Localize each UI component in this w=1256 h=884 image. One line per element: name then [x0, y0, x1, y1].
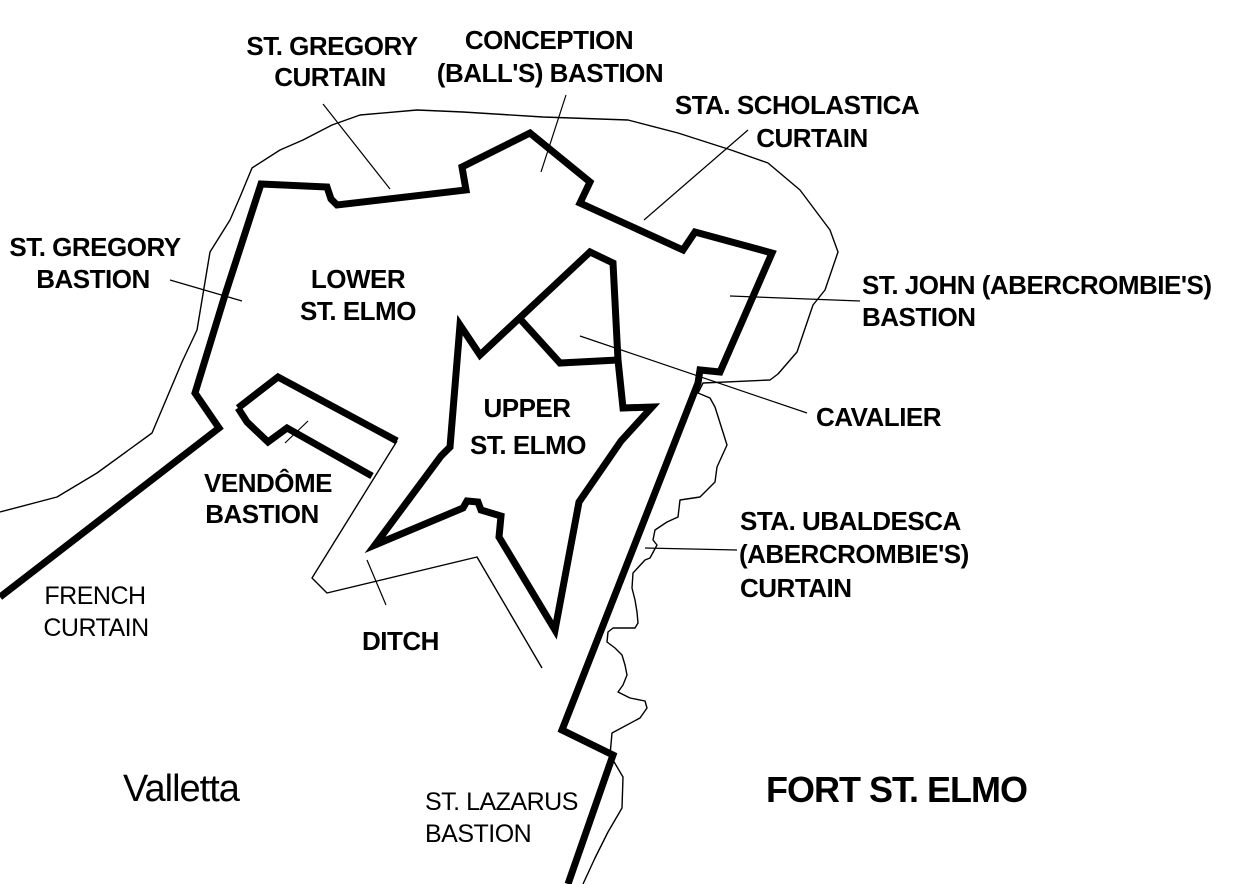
label-upper-st-elmo-line1: UPPER [483, 393, 571, 423]
label-conception-bastion-line2: (BALL'S) BASTION [436, 58, 664, 88]
label-sta-ubaldesca-curtain-line1: STA. UBALDESCA [740, 506, 961, 536]
vendome-bastion-outer-wall [235, 372, 399, 445]
leader-sta-ubaldesca-curtain [644, 547, 738, 551]
leader-st-gregory-bastion [169, 279, 243, 302]
label-vendome-bastion-line2: BASTION [205, 499, 319, 529]
label-french-curtain-line1: FRENCH [44, 582, 146, 610]
vendome-bastion-inner-wall [235, 406, 374, 480]
leader-st-gregory-curtain [322, 103, 391, 190]
label-st-lazarus-bastion-line1: ST. LAZARUS [425, 788, 578, 816]
label-cavalier: CAVALIER [816, 402, 942, 432]
leader-conception-bastion [540, 94, 567, 173]
label-conception-bastion-line1: CONCEPTION [464, 25, 634, 55]
label-st-lazarus-bastion-line2: BASTION [425, 820, 532, 848]
label-st-gregory-bastion-line1: ST. GREGORY [9, 232, 181, 262]
label-sta-scholastica-curtain-line1: STA. SCHOLASTICA [674, 90, 920, 120]
upper-st-elmo-star-wall [364, 247, 661, 640]
label-valletta: Valletta [123, 768, 240, 810]
coastline [0, 109, 839, 884]
label-st-gregory-curtain-line1: ST. GREGORY [246, 31, 418, 61]
label-lower-st-elmo-line2: ST. ELMO [300, 296, 416, 326]
cavalier-inner-wall [518, 317, 619, 367]
label-lower-st-elmo-line1: LOWER [310, 264, 406, 294]
leader-ditch [366, 559, 387, 606]
leader-st-john-bastion [729, 295, 861, 302]
label-sta-scholastica-curtain-line2: CURTAIN [756, 123, 868, 153]
label-st-john-bastion-line2: BASTION [862, 302, 976, 332]
map-title: FORT ST. ELMO [766, 769, 1028, 810]
label-sta-ubaldesca-curtain-line3: CURTAIN [740, 573, 852, 603]
leader-sta-scholastica-curtain [643, 129, 749, 221]
label-vendome-bastion-line1: VENDÔME [204, 468, 332, 498]
label-french-curtain-line2: CURTAIN [43, 614, 149, 642]
ditch-outline [311, 440, 543, 669]
leader-cavalier [579, 335, 808, 414]
label-st-gregory-curtain-line2: CURTAIN [274, 62, 386, 92]
label-sta-ubaldesca-curtain-line2: (ABERCROMBIE'S) [739, 539, 969, 569]
label-ditch: DITCH [362, 626, 439, 656]
label-st-john-bastion-line1: ST. JOHN (ABERCROMBIE'S) [862, 270, 1212, 300]
label-st-gregory-bastion-line2: BASTION [36, 264, 150, 294]
leader-vendome-bastion [284, 420, 309, 444]
label-upper-st-elmo-line2: ST. ELMO [470, 430, 586, 460]
